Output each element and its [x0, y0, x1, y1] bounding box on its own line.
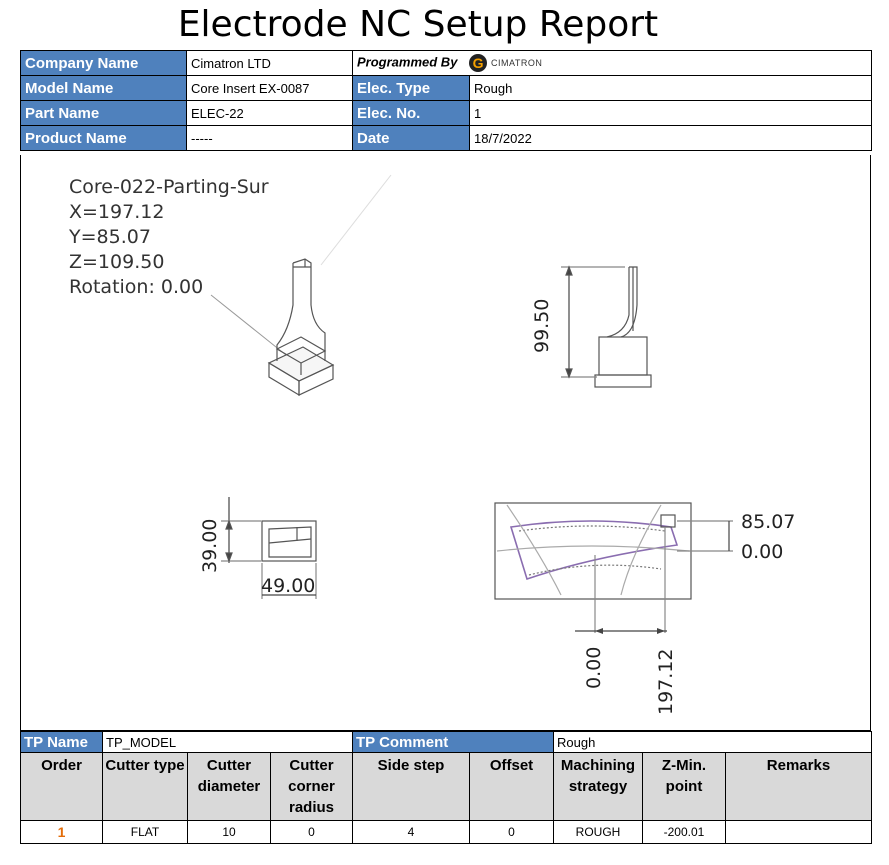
surface-name-annotation: Core-022-Parting-Sur [69, 176, 269, 198]
z-min-point-cell: -200.01 [642, 820, 726, 844]
top-y-zero-dimension: 0.00 [741, 541, 784, 563]
y-coordinate-annotation: Y=85.07 [69, 226, 151, 248]
machining-strategy-cell: ROUGH [553, 820, 643, 844]
tp-comment-value: Rough [553, 731, 872, 753]
height-dimension: 99.50 [531, 298, 553, 353]
side-step-cell: 4 [352, 820, 470, 844]
toolpath-table: TP Name TP_MODEL TP Comment Rough [20, 731, 872, 753]
offset-cell: 0 [469, 820, 554, 844]
report-title: Electrode NC Setup Report [177, 4, 659, 45]
column-header: Side step [352, 752, 470, 821]
remarks-cell [725, 820, 872, 844]
tp-name-value: TP_MODEL [102, 731, 353, 753]
cutter-type-cell: FLAT [102, 820, 188, 844]
tp-comment-label: TP Comment [352, 731, 554, 753]
header-table: Company Name Cimatron LTD Programmed By … [20, 50, 873, 151]
cutter-corner-radius-cell: 0 [270, 820, 353, 844]
date-label: Date [352, 125, 470, 151]
column-header: Machining strategy [553, 752, 643, 821]
table-row: 1 FLAT 10 0 4 0 ROUGH -200.01 [20, 820, 872, 844]
header-row-product: Product Name ----- Date 18/7/2022 [20, 125, 873, 151]
header-row-part: Part Name ELEC-22 Elec. No. 1 [20, 100, 873, 126]
side-view [561, 265, 652, 388]
header-row-company: Company Name Cimatron LTD Programmed By … [20, 50, 873, 76]
column-header: Cutter corner radius [270, 752, 353, 821]
column-header: Offset [469, 752, 554, 821]
annotation-leader [210, 294, 287, 356]
rotation-annotation: Rotation: 0.00 [69, 276, 204, 298]
cimatron-logo-icon: G [469, 54, 488, 72]
construction-line [320, 174, 392, 266]
part-name-value: ELEC-22 [186, 100, 353, 126]
column-header: Order [20, 752, 103, 821]
cimatron-logo-text: CIMATRON [491, 58, 543, 68]
side-horizontal-dimension: 49.00 [261, 575, 316, 597]
cutter-diameter-cell: 10 [187, 820, 271, 844]
top-view [494, 502, 733, 634]
x-coordinate-annotation: X=197.12 [69, 201, 165, 223]
column-header: Cutter type [102, 752, 188, 821]
elec-no-value: 1 [468, 100, 873, 126]
operations-table: Order Cutter type Cutter diameter Cutter… [20, 752, 872, 844]
drawing-views [210, 174, 733, 634]
product-name-value: ----- [186, 125, 353, 151]
toolpath-row: TP Name TP_MODEL TP Comment Rough [20, 731, 872, 753]
z-coordinate-annotation: Z=109.50 [69, 251, 165, 273]
drawing-area: Core-022-Parting-Sur X=197.12 Y=85.07 Z=… [20, 155, 871, 731]
tp-name-label: TP Name [20, 731, 103, 753]
model-name-label: Model Name [20, 75, 187, 101]
elec-type-label: Elec. Type [352, 75, 470, 101]
top-x-dimension: 197.12 [655, 648, 677, 715]
date-value: 18/7/2022 [468, 125, 873, 151]
order-cell: 1 [20, 820, 103, 844]
elec-type-value: Rough [468, 75, 873, 101]
iso-view [267, 258, 335, 397]
programmed-by-cell: Programmed By G CIMATRON [351, 50, 873, 76]
column-header: Z-Min. point [642, 752, 726, 821]
elec-no-label: Elec. No. [352, 100, 470, 126]
model-name-value: Core Insert EX-0087 [186, 75, 353, 101]
side-vertical-dimension: 39.00 [199, 518, 221, 573]
small-view [221, 497, 317, 599]
top-y-dimension: 85.07 [741, 511, 796, 533]
header-row-model: Model Name Core Insert EX-0087 Elec. Typ… [20, 75, 873, 101]
company-name-value: Cimatron LTD [186, 50, 353, 76]
product-name-label: Product Name [20, 125, 187, 151]
operations-header-row: Order Cutter type Cutter diameter Cutter… [20, 752, 872, 821]
column-header: Cutter diameter [187, 752, 271, 821]
company-name-label: Company Name [20, 50, 187, 76]
cimatron-logo: G CIMATRON [469, 54, 542, 72]
column-header: Remarks [725, 752, 872, 821]
part-name-label: Part Name [20, 100, 187, 126]
programmed-by-label: Programmed By [357, 54, 458, 70]
top-x-zero-dimension: 0.00 [583, 646, 605, 689]
